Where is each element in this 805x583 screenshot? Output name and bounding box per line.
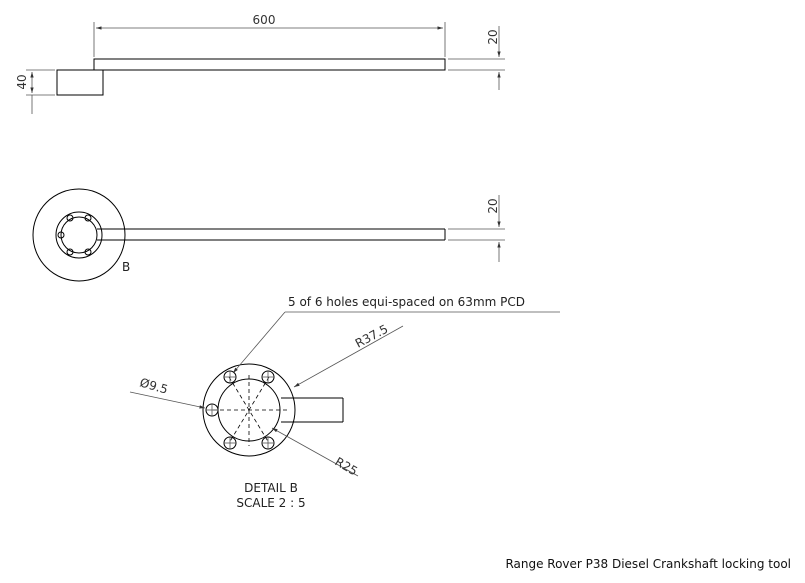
plan-holes <box>57 214 92 256</box>
side-view: 600 20 40 <box>15 13 505 114</box>
dia-leader <box>129 391 206 409</box>
plan-view: B 20 <box>32 188 505 282</box>
detail-b-view: 5 of 6 holes equi-spaced on 63mm PCD R37… <box>129 295 560 510</box>
detail-ref-label: B <box>122 260 130 274</box>
dim-bar-thickness-plan: 20 <box>486 198 500 213</box>
detail-title: DETAIL B <box>244 481 298 495</box>
plan-inner-circle <box>60 216 98 254</box>
dim-hole-diameter: Ø9.5 <box>138 375 169 396</box>
holes-note: 5 of 6 holes equi-spaced on 63mm PCD <box>288 295 525 309</box>
dim-bar-thickness-top: 20 <box>486 29 500 44</box>
dim-bar-length: 600 <box>253 13 276 27</box>
r25-leader <box>271 427 359 477</box>
detail-scale: SCALE 2 : 5 <box>236 496 305 510</box>
detail-holes <box>205 370 275 450</box>
plan-hole-pcd-circle <box>55 211 103 259</box>
r37-leader <box>293 325 404 388</box>
side-view-hub <box>56 69 104 96</box>
dim-hub-height: 40 <box>15 74 29 89</box>
plan-outer-circle <box>32 188 126 282</box>
side-view-bar <box>93 58 446 71</box>
holes-note-leader <box>232 311 286 374</box>
drawing-title: Range Rover P38 Diesel Crankshaft lockin… <box>505 557 791 571</box>
dim-outer-radius: R37.5 <box>353 322 391 351</box>
detail-outer-circle <box>202 363 296 457</box>
